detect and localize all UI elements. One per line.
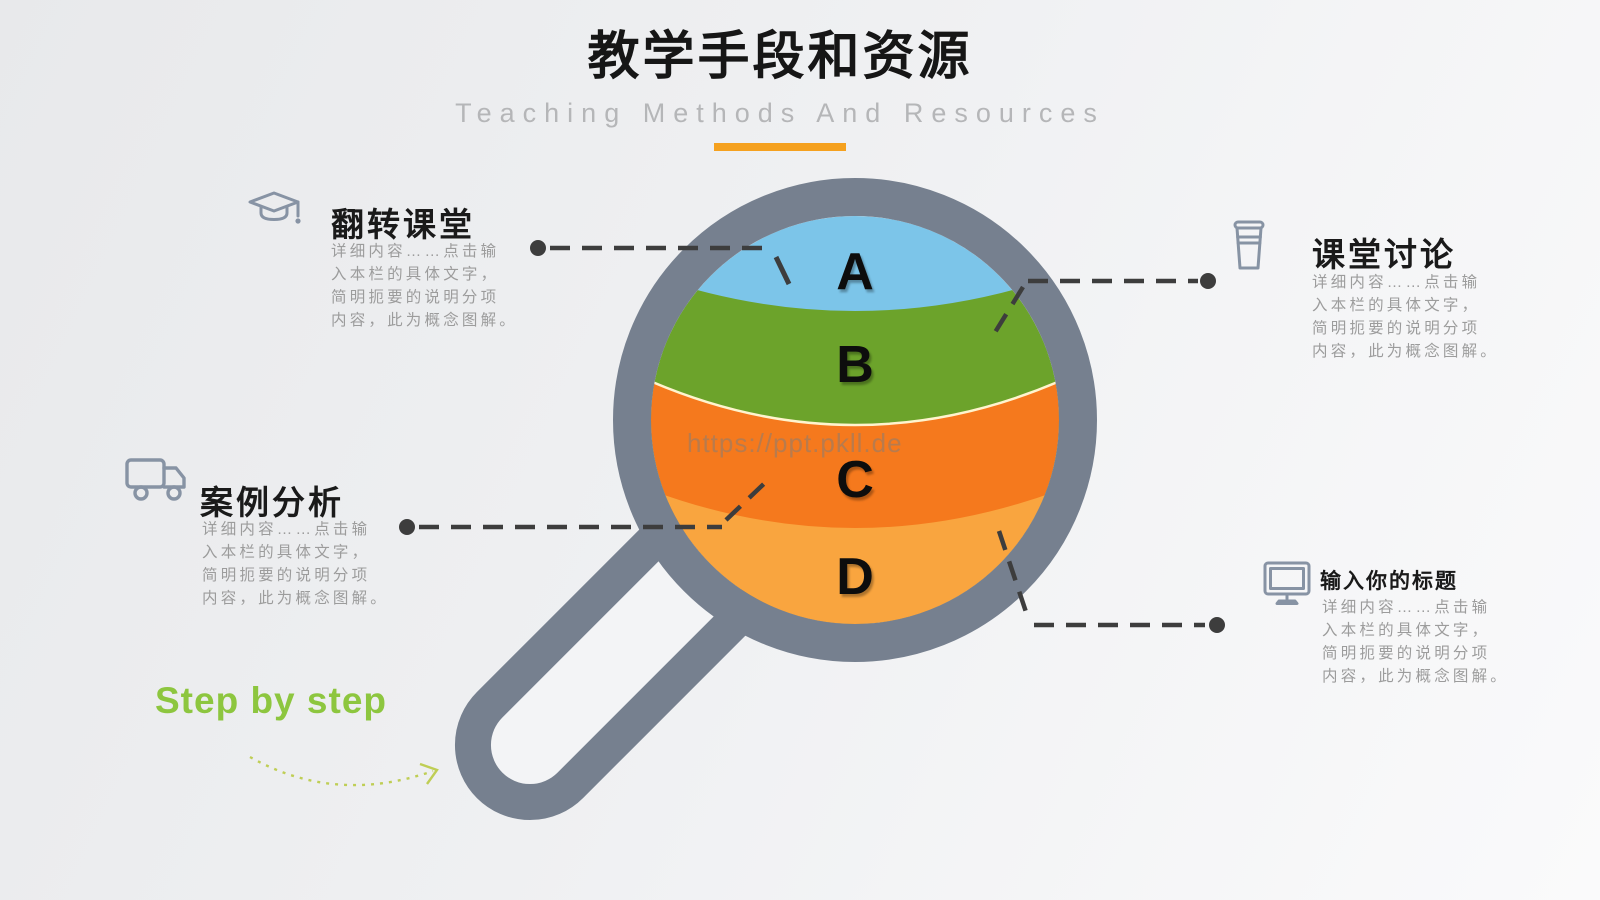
callout-title: 输入你的标题 <box>1320 570 1458 593</box>
watermark: https://ppt.pkll.de <box>687 428 903 458</box>
connector-dot-top-left <box>530 240 546 256</box>
page-subtitle: Teaching Methods And Resources <box>455 97 1105 128</box>
page-title: 教学手段和资源 <box>587 28 973 86</box>
body-line: 入本栏的具体文字， <box>1322 622 1491 639</box>
cup-icon <box>1233 220 1265 270</box>
body-line: 简明扼要的说明分项 <box>202 567 371 584</box>
body-line: 内容，此为概念图解。 <box>202 590 390 607</box>
connector-dot-top-right <box>1200 273 1216 289</box>
body-line: 入本栏的具体文字， <box>331 266 500 283</box>
callout-title: 翻转课堂 <box>331 206 475 243</box>
band-label-d: D <box>836 548 874 606</box>
band-label-a: A <box>836 243 874 301</box>
graduation-cap-icon <box>248 191 301 224</box>
body-line: 内容，此为概念图解。 <box>331 312 519 329</box>
band-c <box>651 372 1059 624</box>
body-line: 详细内容……点击输 <box>202 521 371 538</box>
body-line: 详细内容……点击输 <box>331 243 500 260</box>
callout-body: 详细内容……点击输 入本栏的具体文字， 简明扼要的说明分项 内容，此为概念图解。 <box>1312 271 1499 363</box>
callout-body: 详细内容……点击输 入本栏的具体文字， 简明扼要的说明分项 内容，此为概念图解。 <box>202 518 389 610</box>
band-label-c: C <box>836 451 874 509</box>
body-line: 简明扼要的说明分项 <box>1322 645 1491 662</box>
band-b <box>651 272 1059 624</box>
magnifier-handle-icon <box>454 481 794 821</box>
callout-body: 详细内容……点击输 入本栏的具体文字， 简明扼要的说明分项 内容，此为概念图解。 <box>331 240 518 332</box>
body-line: 入本栏的具体文字， <box>1312 297 1481 314</box>
monitor-icon <box>1263 561 1311 605</box>
body-line: 入本栏的具体文字， <box>202 544 371 561</box>
connector-dot-mid-left <box>399 519 415 535</box>
body-line: 内容，此为概念图解。 <box>1312 343 1500 360</box>
body-line: 简明扼要的说明分项 <box>1312 320 1481 337</box>
truck-icon <box>125 458 186 501</box>
body-line: 内容，此为概念图解。 <box>1322 668 1510 685</box>
body-line: 详细内容……点击输 <box>1312 274 1481 291</box>
callout-body: 详细内容……点击输 入本栏的具体文字， 简明扼要的说明分项 内容，此为概念图解。 <box>1322 596 1509 688</box>
connector-lines <box>399 240 1225 633</box>
body-line: 简明扼要的说明分项 <box>331 289 500 306</box>
callout-title: 案例分析 <box>200 484 344 521</box>
band-d <box>651 486 1059 624</box>
title-accent-bar <box>714 142 846 151</box>
step-arrow-icon <box>249 755 439 787</box>
lens-bands <box>651 216 1059 624</box>
body-line: 详细内容……点击输 <box>1322 599 1491 616</box>
callout-title: 课堂讨论 <box>1312 236 1456 273</box>
band-divider-line <box>651 370 1059 427</box>
magnifier-ring-icon <box>613 178 1097 662</box>
band-label-b: B <box>836 336 874 394</box>
header: 教学手段和资源 Teaching Methods And Resources <box>0 28 1560 151</box>
connector-dot-bottom-right <box>1209 617 1225 633</box>
band-a <box>651 216 1059 624</box>
step-by-step-label: Step by step <box>155 680 387 721</box>
